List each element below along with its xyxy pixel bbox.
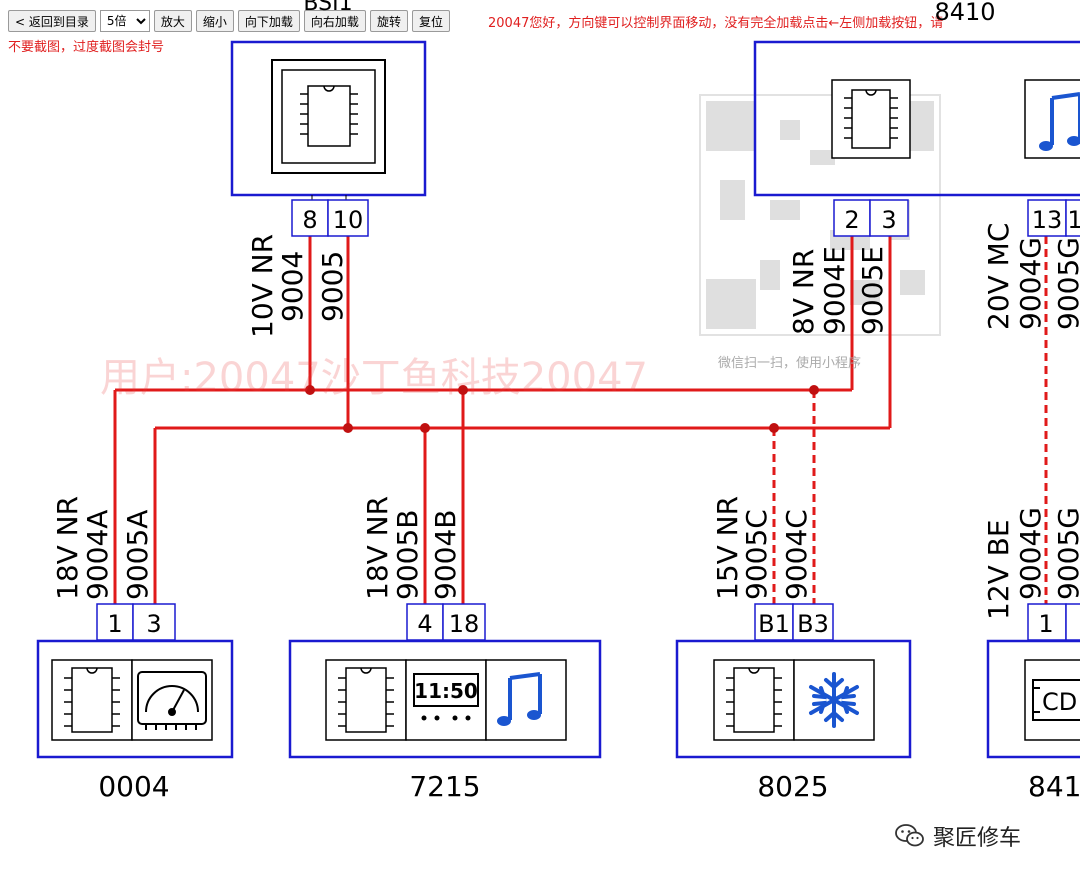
wire-labels: 10V NR 9004 9005 8V NR 9004E 9005E 20V M… bbox=[51, 223, 1080, 620]
pin-b3: B3 bbox=[797, 610, 829, 638]
pin-4: 4 bbox=[417, 610, 432, 638]
snowflake-icon bbox=[809, 672, 859, 728]
pin-3: 3 bbox=[881, 206, 896, 234]
wire-label-9004e: 9004E bbox=[818, 246, 851, 335]
cd-icon-text: CD bbox=[1042, 688, 1077, 716]
music-note-icon bbox=[1039, 92, 1080, 151]
component-7215[interactable]: 11:50 7215 bbox=[288, 639, 602, 803]
component-0004[interactable]: 0004 bbox=[36, 639, 234, 803]
component-code-841x: 841 bbox=[1028, 770, 1080, 803]
connector-8410: 2 3 13 1 bbox=[833, 199, 1080, 237]
reset-button[interactable]: 复位 bbox=[411, 10, 450, 32]
zoom-select[interactable]: 5倍 bbox=[99, 10, 150, 32]
wire-label-9005e: 9005E bbox=[856, 246, 889, 335]
wire-label-9004a: 9004A bbox=[81, 510, 114, 600]
zoom-out-button[interactable]: 缩小 bbox=[195, 10, 234, 32]
wire-label-9005g-bottom: 9005G bbox=[1052, 507, 1080, 600]
pin-10: 10 bbox=[333, 206, 364, 234]
connector-label-8410: 8V NR bbox=[787, 249, 820, 335]
wechat-account-name: 聚匠修车 bbox=[933, 826, 1022, 851]
wechat-brand: 聚匠修车 bbox=[895, 820, 1021, 852]
connector-label-far-right-bottom: 12V BE bbox=[982, 519, 1015, 620]
pin-2: 2 bbox=[844, 206, 859, 234]
load-right-button[interactable]: 向右加载 bbox=[303, 10, 366, 32]
load-down-button[interactable]: 向下加载 bbox=[237, 10, 300, 32]
connector-7215: 4 18 bbox=[406, 603, 486, 641]
clock-display-icon: 11:50 bbox=[413, 673, 479, 721]
pin-13: 13 bbox=[1032, 206, 1063, 234]
connector-label-bsi: 10V NR bbox=[246, 234, 279, 338]
pin-1: 1 bbox=[107, 610, 122, 638]
wire-label-9004c: 9004C bbox=[780, 509, 813, 600]
chip-icon bbox=[338, 667, 394, 733]
connector-841x: 1 bbox=[1027, 603, 1080, 641]
pin-3: 3 bbox=[146, 610, 161, 638]
pin-1: 1 bbox=[1038, 610, 1053, 638]
connector-0004: 1 3 bbox=[96, 603, 176, 641]
wire-label-9005g-top: 9005G bbox=[1052, 237, 1080, 330]
component-code-8025: 8025 bbox=[757, 770, 828, 803]
cd-icon: CD bbox=[1032, 679, 1080, 721]
wire-label-9005a: 9005A bbox=[121, 510, 154, 600]
junction-dot bbox=[809, 385, 819, 395]
component-8410[interactable]: 8410 bbox=[753, 0, 1080, 197]
wire-label-9004: 9004 bbox=[276, 251, 309, 322]
wire-label-9004g-bottom: 9004G bbox=[1014, 507, 1047, 600]
gauge-icon bbox=[137, 671, 207, 730]
connector-8025: B1 B3 bbox=[754, 603, 834, 641]
component-bsi[interactable]: BSI1 bbox=[230, 0, 427, 200]
pin-18: 18 bbox=[449, 610, 480, 638]
component-code-7215: 7215 bbox=[409, 770, 480, 803]
component-841x[interactable]: CD 841 bbox=[986, 639, 1080, 803]
connector-label-7215: 18V NR bbox=[361, 496, 394, 600]
watermark-text: 用户:20047沙丁鱼科技20047 bbox=[100, 355, 648, 401]
component-code-8410: 8410 bbox=[934, 0, 995, 26]
junction-dot bbox=[769, 423, 779, 433]
clock-display-text: 11:50 bbox=[414, 679, 478, 703]
wechat-logo-icon bbox=[895, 824, 924, 847]
connector-bsi: 8 10 bbox=[291, 199, 369, 237]
junction-dot bbox=[343, 423, 353, 433]
toolbar: < 返回到目录 5倍 放大 缩小 向下加载 向右加载 旋转 复位 bbox=[8, 9, 450, 33]
pin-1: 1 bbox=[1067, 206, 1080, 234]
chip-icon bbox=[726, 667, 782, 733]
pin-8: 8 bbox=[302, 206, 317, 234]
wire-label-9005b: 9005B bbox=[391, 510, 424, 600]
notice-text-continued: 不要截图，过度截图会封号 bbox=[8, 40, 165, 55]
chip-icon bbox=[300, 85, 358, 147]
miniprogram-hint: 微信扫一扫，使用小程序 bbox=[718, 356, 862, 371]
rotate-button[interactable]: 旋转 bbox=[369, 10, 408, 32]
component-8025[interactable]: 8025 bbox=[675, 639, 912, 803]
chip-icon bbox=[64, 667, 120, 733]
junction-dot bbox=[458, 385, 468, 395]
component-code-0004: 0004 bbox=[98, 770, 169, 803]
junction-dot bbox=[305, 385, 315, 395]
junction-dot bbox=[420, 423, 430, 433]
dashed-wire-group bbox=[772, 236, 1048, 604]
wire-label-9004g-top: 9004G bbox=[1014, 237, 1047, 330]
component-code-bsi: BSI1 bbox=[303, 0, 352, 16]
back-to-catalog-button[interactable]: < 返回到目录 bbox=[8, 10, 96, 32]
wire-label-9004b: 9004B bbox=[429, 510, 462, 600]
wire-label-9005c: 9005C bbox=[740, 509, 773, 600]
music-note-icon bbox=[497, 672, 542, 726]
zoom-in-button[interactable]: 放大 bbox=[153, 10, 192, 32]
connector-label-0004: 18V NR bbox=[51, 496, 84, 600]
wire-label-9005: 9005 bbox=[316, 251, 349, 322]
chip-icon bbox=[844, 89, 898, 149]
connector-label-far-right-top: 20V MC bbox=[982, 223, 1015, 330]
connector-label-8025: 15V NR bbox=[711, 496, 744, 600]
junction-dots bbox=[305, 385, 819, 433]
wire-group bbox=[113, 236, 892, 604]
notice-text: 20047您好，方向键可以控制界面移动，没有完全加载点击←左侧加载按钮，请 bbox=[488, 16, 944, 31]
pin-b1: B1 bbox=[758, 610, 790, 638]
